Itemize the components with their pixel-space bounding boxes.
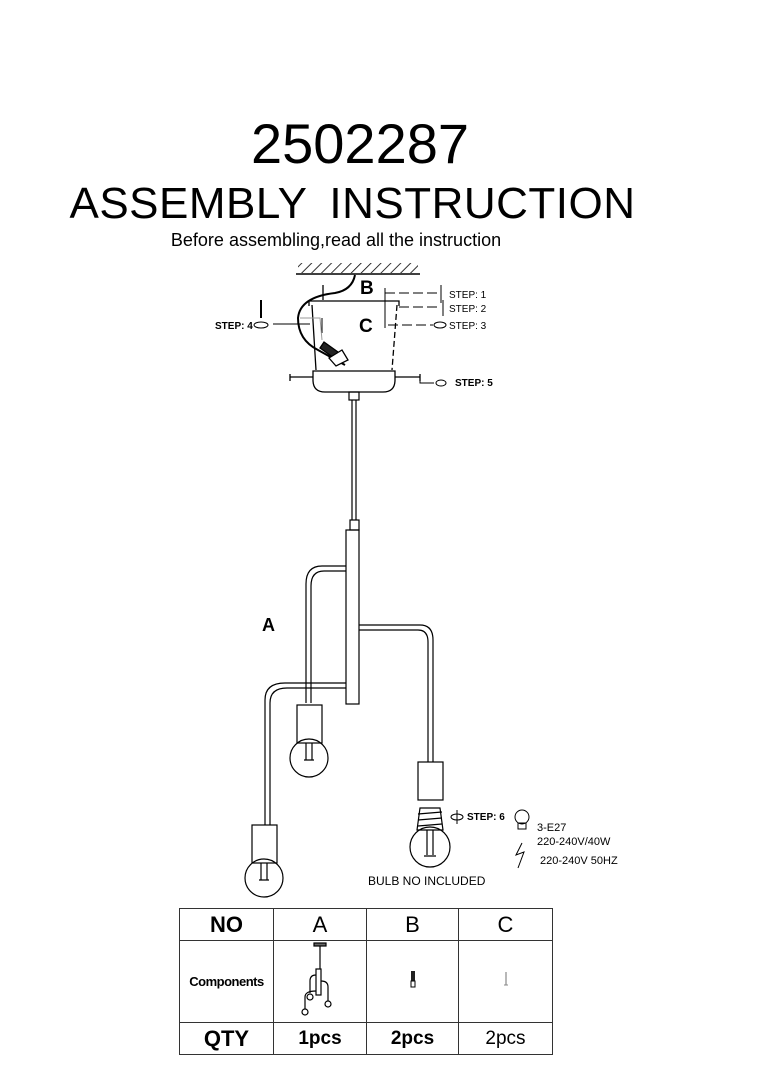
qty-c: 2pcs bbox=[458, 1022, 553, 1055]
components-label: Components bbox=[179, 940, 274, 1023]
bulb-note: BULB NO INCLUDED bbox=[368, 874, 486, 888]
table-row-qty: QTY 1pcs 2pcs 2pcs bbox=[179, 1022, 553, 1055]
step-3-label: STEP: 3 bbox=[449, 321, 487, 332]
model-number: 2502287 bbox=[250, 112, 469, 175]
screw-icon bbox=[503, 972, 508, 986]
bulb-spec-type: 3-E27 bbox=[537, 822, 566, 834]
pendant-fixture-icon bbox=[244, 391, 451, 898]
page-subtitle: Before assembling,read all the instructi… bbox=[170, 230, 502, 250]
qty-b: 2pcs bbox=[366, 1022, 459, 1055]
pendant-fixture-icon bbox=[301, 942, 332, 1016]
header-no: NO bbox=[179, 908, 274, 941]
part-b-label: B bbox=[360, 278, 374, 299]
canopy-icon bbox=[289, 274, 421, 393]
ceiling-icon bbox=[296, 263, 420, 275]
bulb-spec-icon bbox=[514, 809, 530, 825]
assembly-diagram: B C A STEP: 1 STEP: 2 STEP: 3 STEP: 4 ST… bbox=[215, 263, 618, 898]
step-6-label: STEP: 6 bbox=[467, 812, 505, 823]
step-4-label: STEP: 4 bbox=[215, 321, 253, 332]
qty-a: 1pcs bbox=[273, 1022, 367, 1055]
component-b-cell bbox=[366, 940, 459, 1023]
step-2-label: STEP: 2 bbox=[449, 304, 487, 315]
header-c: C bbox=[458, 908, 553, 941]
component-c-cell bbox=[458, 940, 553, 1023]
lightning-icon bbox=[514, 842, 525, 869]
part-a-label: A bbox=[262, 615, 275, 635]
page-title: ASSEMBLY INSTRUCTION bbox=[69, 179, 636, 228]
qty-label: QTY bbox=[179, 1022, 274, 1055]
header-b: B bbox=[366, 908, 459, 941]
component-a-cell bbox=[273, 940, 367, 1023]
step-5-label: STEP: 5 bbox=[455, 378, 493, 389]
wall-plug-icon bbox=[410, 971, 415, 988]
bulb-spec-power: 220-240V/40W bbox=[537, 836, 611, 848]
step-1-label: STEP: 1 bbox=[449, 290, 487, 301]
part-c-label: C bbox=[359, 316, 373, 337]
parts-table: NO A B C Components bbox=[179, 908, 553, 1055]
table-row-header: NO A B C bbox=[179, 908, 553, 941]
header-a: A bbox=[273, 908, 367, 941]
table-row-components: Components bbox=[179, 940, 553, 1023]
power-spec: 220-240V 50HZ bbox=[540, 855, 618, 867]
